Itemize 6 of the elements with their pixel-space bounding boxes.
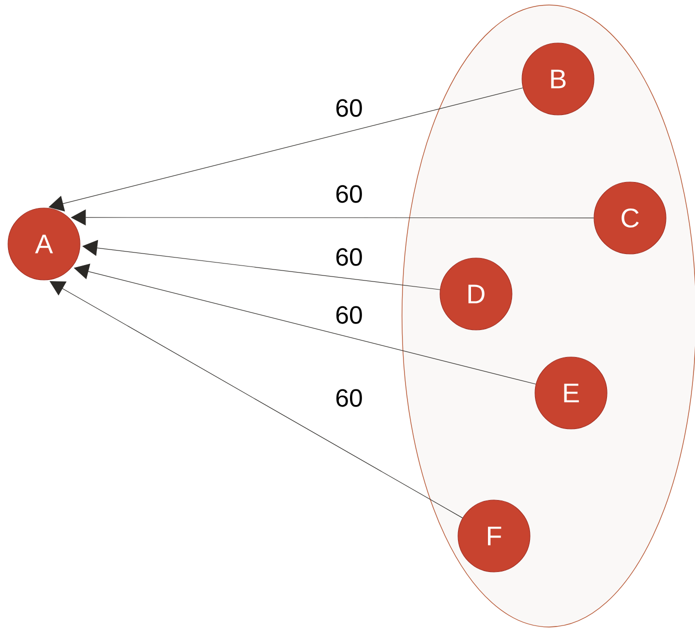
- edge-label: 60: [336, 306, 362, 324]
- edge-label: 60: [336, 389, 362, 407]
- edge-label: 60: [336, 99, 362, 117]
- arrow: [50, 281, 463, 518]
- edge-label: 60: [336, 185, 362, 203]
- edge-label: 60: [336, 248, 362, 266]
